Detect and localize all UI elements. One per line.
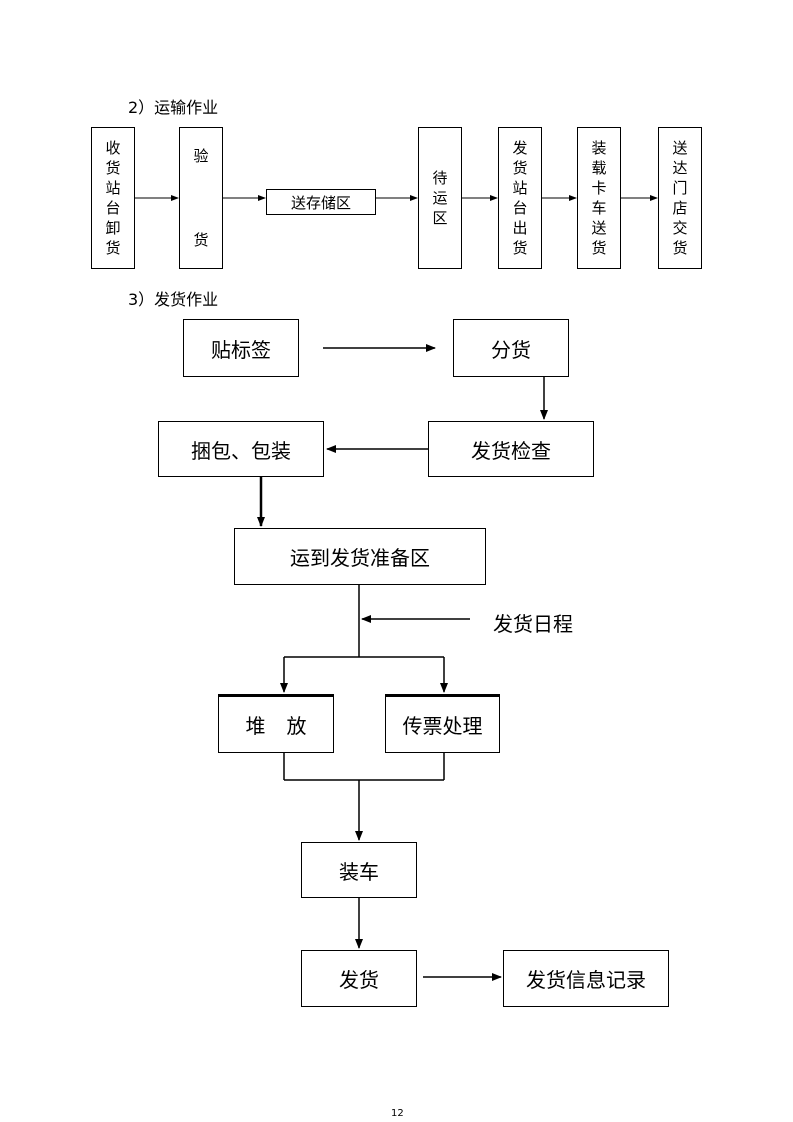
pack-box: 捆包、包装 [158, 421, 324, 477]
receive-unload-box: 收货站台卸货 [91, 127, 135, 269]
dispatch-station-label: 发货站台出货 [512, 139, 528, 257]
page-number: 12 [391, 1108, 404, 1119]
record-label: 发货信息记录 [526, 968, 646, 992]
storage-label: 送存储区 [290, 193, 351, 212]
ship-box: 发货 [301, 950, 417, 1007]
prep-area-box: 运到发货准备区 [234, 528, 486, 585]
prep-area-label: 运到发货准备区 [290, 546, 430, 570]
load-truck-label: 装载卡车送货 [591, 139, 607, 257]
inspect-box: 验 货 [179, 127, 223, 269]
load-box: 装车 [301, 842, 417, 898]
stack-box: 堆 放 [218, 694, 334, 753]
storage-box: 送存储区 [266, 189, 376, 215]
label-label: 贴标签 [211, 337, 271, 362]
dispatch-station-box: 发货站台出货 [498, 127, 542, 269]
waiting-area-box: 待运区 [418, 127, 462, 269]
inspect-label-top: 验 [193, 147, 209, 165]
schedule-text: 发货日程 [493, 612, 573, 636]
section-2-heading: 2）运输作业 [128, 98, 219, 117]
receive-unload-label: 收货站台卸货 [105, 139, 121, 257]
ticket-label: 传票处理 [402, 714, 483, 738]
sort-box: 分货 [453, 319, 569, 377]
section-3-heading: 3）发货作业 [128, 290, 219, 309]
ship-label: 发货 [339, 968, 379, 992]
deliver-store-box: 送达门店交货 [658, 127, 702, 269]
load-label: 装车 [339, 859, 379, 884]
inspect-label-bottom: 货 [193, 231, 209, 249]
stack-label-right: 放 [286, 714, 307, 738]
check-label: 发货检查 [471, 438, 551, 463]
sort-label: 分货 [491, 337, 531, 362]
waiting-area-label: 待运区 [432, 169, 448, 227]
load-truck-box: 装载卡车送货 [577, 127, 621, 269]
label-box: 贴标签 [183, 319, 299, 377]
pack-label: 捆包、包装 [191, 438, 291, 463]
stack-label-left: 堆 [245, 714, 266, 738]
deliver-store-label: 送达门店交货 [672, 139, 688, 257]
check-box: 发货检查 [428, 421, 594, 477]
ticket-box: 传票处理 [385, 694, 500, 753]
record-box: 发货信息记录 [503, 950, 669, 1007]
